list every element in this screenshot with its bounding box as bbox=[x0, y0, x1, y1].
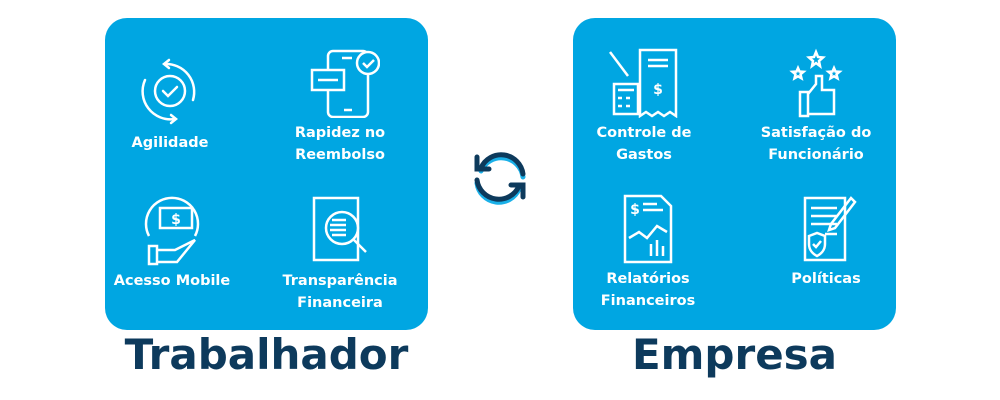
item-transparencia: Transparência Financeira bbox=[265, 196, 415, 314]
policy-shield-icon bbox=[803, 196, 857, 262]
item-controle-gastos: $ Controle de Gastos bbox=[569, 48, 719, 166]
svg-text:$: $ bbox=[653, 82, 663, 98]
item-rapidez: Rapidez no Reembolso bbox=[265, 48, 415, 166]
trabalhador-panel: Agilidade Rapidez no Reembolso $ Acesso … bbox=[105, 18, 428, 330]
hand-money-icon: $ bbox=[144, 196, 200, 266]
report-chart-icon: $ bbox=[623, 194, 673, 264]
document-magnifier-icon bbox=[312, 196, 367, 262]
svg-text:$: $ bbox=[171, 212, 181, 228]
item-satisfacao: Satisfação do Funcionário bbox=[741, 48, 891, 166]
refresh-check-icon bbox=[141, 58, 196, 125]
item-relatorios: $ Relatórios Financeiros bbox=[573, 194, 723, 312]
sync-arrows-icon bbox=[474, 152, 526, 205]
empresa-title: Empresa bbox=[631, 330, 838, 379]
svg-text:$: $ bbox=[630, 202, 640, 218]
thumbs-up-stars-icon bbox=[789, 48, 843, 118]
empresa-panel: $ Controle de Gastos Satisfação do Funci… bbox=[573, 18, 896, 330]
item-politicas: Políticas bbox=[751, 194, 901, 290]
trabalhador-title: Trabalhador bbox=[124, 330, 409, 379]
item-agilidade: Agilidade bbox=[95, 58, 245, 154]
item-acesso-mobile: $ Acesso Mobile bbox=[97, 196, 247, 292]
phone-card-check-icon bbox=[310, 49, 380, 118]
calculator-receipt-icon: $ bbox=[609, 48, 678, 118]
